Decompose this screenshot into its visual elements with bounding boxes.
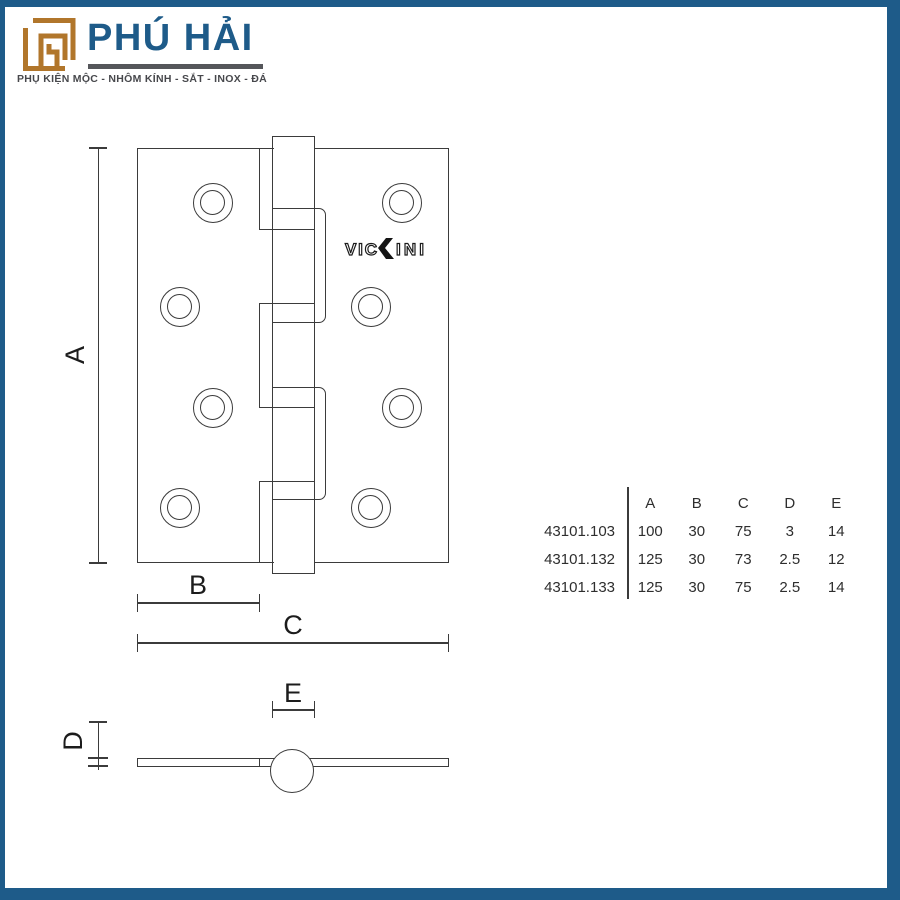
spec-value: 14 [827,578,845,596]
frame-bottom [0,888,900,900]
spec-value: 75 [734,578,752,596]
spec-value: 2.5 [779,578,801,596]
spec-value: 125 [637,578,663,596]
dim-d-tick-top [89,721,107,723]
dim-b-line [137,602,260,604]
screw-hole-inner [200,190,225,215]
dim-c-line [137,642,449,644]
screw-hole-inner [167,495,192,520]
screw-hole [351,287,391,327]
spec-row: 43101.103 100 30 75 3 14 [535,517,870,545]
screw-hole [160,287,200,327]
dim-c-label: C [283,610,303,640]
spec-value: 3 [785,522,794,540]
screw-hole [160,488,200,528]
knuckle-edge-top [258,148,315,230]
screw-hole-inner [389,190,414,215]
spec-value: 125 [637,550,663,568]
spec-sku: 43101.103 [544,522,615,540]
dim-b-tick-right [258,594,260,612]
barrel-circle [270,749,314,793]
dim-b-label: B [188,570,207,600]
spec-header-col: C [737,494,749,512]
screw-hole [382,183,422,223]
dim-a-line [97,148,99,563]
spec-table-divider [627,487,629,599]
product-brand-wordmark: VIC INI [343,236,427,262]
vickini-k-arrow [378,238,394,259]
dim-d-line [97,722,99,770]
dim-d-tick-plate-bottom [88,765,108,767]
dim-c-tick-right [447,634,449,652]
frame-left [0,0,5,900]
dim-b-tick-left [136,594,138,612]
dim-d-tick-plate-top [88,757,108,759]
spec-header-col: B [691,494,702,512]
screw-hole [193,183,233,223]
spec-value: 30 [688,522,706,540]
dim-e-tick-left [271,701,273,718]
knuckle-edge-middle [258,303,315,408]
vickini-left-text: VIC [345,240,378,259]
spec-header-col: A [645,494,656,512]
spec-header-row: A B C D E [535,489,870,517]
hinge-knuckle-lower [272,387,326,500]
dim-a-tick-bottom [89,562,107,564]
brand-logo-monogram-icon [23,18,76,71]
spec-header-col: D [784,494,796,512]
screw-hole [351,488,391,528]
spec-value: 2.5 [779,550,801,568]
dim-d-label: D [58,731,88,751]
brand-tagline: PHỤ KIỆN MỘC - NHÔM KÍNH - SẮT - INOX - … [17,73,268,85]
frame-right [887,0,900,900]
brand-logo-mark [21,16,77,74]
brand-name: PHÚ HẢI [87,17,254,59]
leaf-edge-seam [258,758,260,767]
screw-hole [382,388,422,428]
spec-value: 100 [637,522,663,540]
screw-hole-inner [167,294,192,319]
spec-sku: 43101.132 [544,550,615,568]
knuckle-edge-bottom [258,481,315,563]
spec-value: 75 [734,522,752,540]
screw-hole-inner [200,395,225,420]
hinge-knuckle-upper [272,208,326,323]
screw-hole [193,388,233,428]
hinge-pin-barrel [272,136,315,574]
plate-edge-mask-bottom [274,560,314,565]
spec-sku: 43101.133 [544,578,615,596]
dim-e-tick-right [313,701,315,718]
spec-value: 12 [827,550,845,568]
dim-c-tick-left [136,634,138,652]
spec-value: 30 [688,550,706,568]
frame-top [0,0,900,7]
spec-value: 14 [827,522,845,540]
screw-hole-inner [358,294,383,319]
spec-row: 43101.133 125 30 75 2.5 14 [535,573,870,601]
vickini-logo-icon: VIC INI [344,238,425,260]
dim-e-label: E [283,678,302,708]
spec-table: A B C D E 43101.103 100 30 75 3 14 43101… [535,487,870,601]
dim-e-line [272,709,315,711]
spec-value: 73 [734,550,752,568]
screw-hole-inner [389,395,414,420]
spec-header-col: E [831,494,842,512]
spec-row: 43101.132 125 30 73 2.5 12 [535,545,870,573]
plate-edge-mask-top [274,147,314,152]
dim-a-tick-top [89,147,107,149]
spec-value: 30 [688,578,706,596]
screw-hole-inner [358,495,383,520]
brand-rule [88,64,263,69]
